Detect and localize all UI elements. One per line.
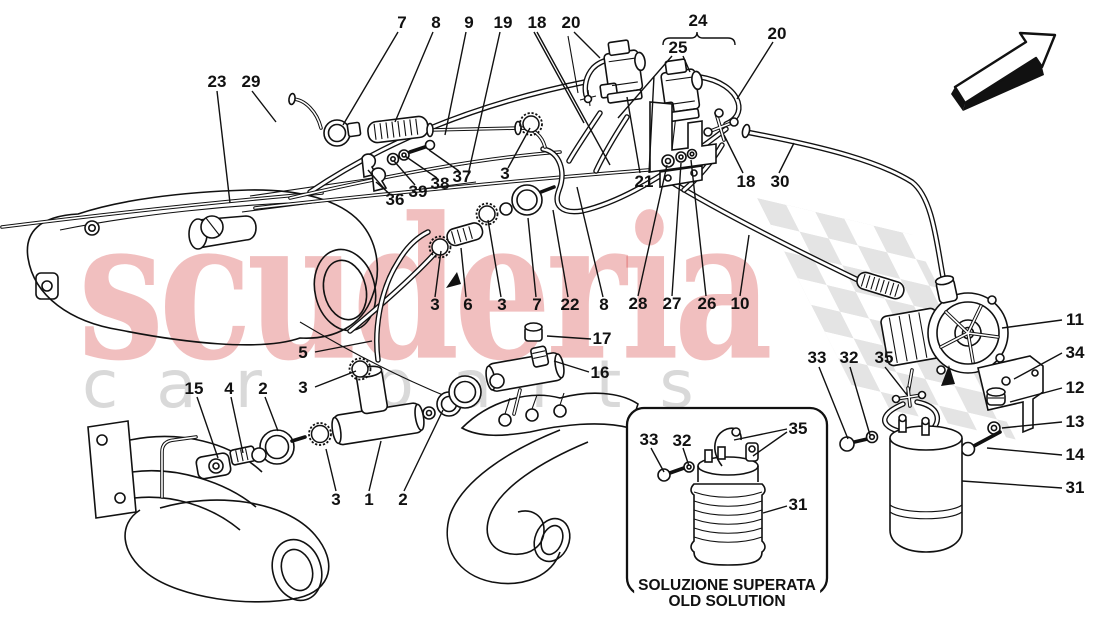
callout-2: 2 (258, 379, 268, 398)
callout-7: 7 (532, 295, 542, 314)
callout-29: 29 (241, 72, 261, 91)
callout-20: 20 (767, 24, 787, 43)
callout-7: 7 (397, 13, 407, 32)
callout-3: 3 (430, 295, 440, 314)
callout-4: 4 (224, 379, 234, 398)
callout-33: 33 (639, 430, 659, 449)
silencer-assembly (26, 163, 477, 401)
canister-31 (889, 413, 963, 553)
callout-33: 33 (807, 348, 827, 367)
callout-19: 19 (493, 13, 513, 32)
callout-5: 5 (298, 343, 308, 362)
callout-13: 13 (1065, 412, 1085, 431)
inset-caption-line1: SOLUZIONE SUPERATA (638, 577, 816, 594)
callout-11: 11 (1066, 310, 1084, 329)
callout-18: 18 (736, 172, 756, 191)
callout-6: 6 (463, 295, 473, 314)
inset-caption-line2: OLD SOLUTION (668, 593, 786, 610)
bypass-valve (188, 215, 257, 250)
callout-23: 23 (207, 72, 227, 91)
tube-23 (0, 191, 324, 229)
callout-39: 39 (408, 182, 428, 201)
callout-3: 3 (331, 490, 341, 509)
callout-14: 14 (1065, 445, 1085, 464)
watermark-word-car: car (82, 346, 300, 423)
callout-21: 21 (634, 172, 654, 191)
callout-18: 18 (527, 13, 547, 32)
callout-27: 27 (662, 294, 682, 313)
exhaust-manifold-center (446, 392, 639, 585)
callout-32: 32 (672, 431, 692, 450)
t-fitting-18 (703, 108, 739, 142)
callout-36: 36 (385, 190, 405, 209)
solenoid-bracket-24 (649, 101, 717, 188)
callout-15: 15 (184, 379, 204, 398)
callout-3: 3 (497, 295, 507, 314)
pump-bracket (960, 355, 1044, 457)
callout-3: 3 (500, 164, 510, 183)
callout-20: 20 (561, 13, 581, 32)
cap-17 (524, 322, 543, 342)
callout-28: 28 (628, 294, 648, 313)
solenoid-valve-1 (599, 39, 646, 104)
bracket-24-marker (662, 31, 736, 46)
fitting-16 (530, 345, 550, 368)
callout-38: 38 (430, 174, 450, 193)
callout-12: 12 (1065, 378, 1085, 397)
inset-caption: SOLUZIONE SUPERATA OLD SOLUTION (634, 577, 820, 611)
callout-8: 8 (431, 13, 441, 32)
callout-31: 31 (788, 495, 808, 514)
callout-31: 31 (1065, 478, 1085, 497)
callout-9: 9 (464, 13, 474, 32)
callout-24: 24 (688, 11, 708, 30)
callout-8: 8 (599, 295, 609, 314)
flow-arrow-small-right (941, 365, 955, 386)
callout-30: 30 (770, 172, 790, 191)
callout-10: 10 (730, 294, 750, 313)
check-valve-middle (428, 112, 556, 259)
callout-37: 37 (452, 167, 472, 186)
callout-2: 2 (398, 490, 408, 509)
check-valve-upper (288, 92, 547, 149)
callout-25: 25 (668, 38, 688, 57)
check-valve-mid (448, 322, 565, 416)
callout-17: 17 (592, 329, 612, 348)
callout-32: 32 (839, 348, 859, 367)
inset-canister (690, 427, 766, 566)
callout-3: 3 (298, 378, 308, 397)
callout-34: 34 (1065, 343, 1085, 362)
callout-1: 1 (364, 490, 374, 509)
callout-22: 22 (560, 295, 580, 314)
valve-chain-lower (208, 357, 474, 474)
t-fitting-small (579, 89, 597, 107)
inset-bolt-washer (657, 461, 695, 482)
flow-arrow-small-left (446, 272, 461, 288)
grommet-12 (986, 387, 1006, 406)
inset-box (625, 406, 829, 597)
direction-arrow (951, 31, 1057, 111)
callout-16: 16 (590, 363, 610, 382)
callout-26: 26 (697, 294, 717, 313)
callout-35: 35 (788, 419, 808, 438)
callout-35: 35 (874, 348, 894, 367)
leader-lines (196, 31, 1063, 514)
